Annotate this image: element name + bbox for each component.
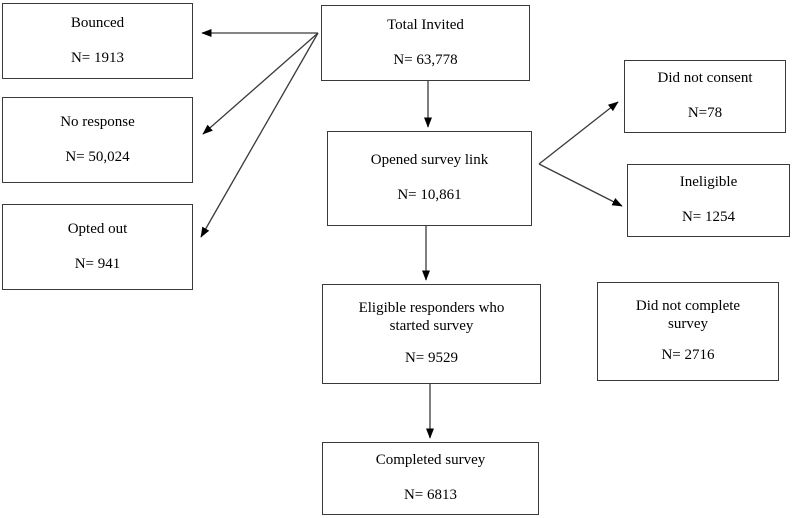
edge-total-to-opted-out	[200, 32, 319, 238]
node-opened-survey-link: Opened survey link N= 10,861	[327, 131, 532, 226]
node-label: Bounced	[70, 14, 125, 31]
node-count: N= 941	[74, 255, 121, 272]
node-ineligible: Ineligible N= 1254	[627, 164, 790, 237]
node-completed-survey: Completed survey N= 6813	[322, 442, 539, 515]
node-label: Total Invited	[387, 16, 464, 33]
node-label: Eligible responders who started survey	[358, 300, 505, 335]
node-label: Completed survey	[375, 452, 486, 469]
node-count: N= 9529	[404, 349, 459, 366]
node-label: Opted out	[67, 220, 128, 237]
node-count: N= 1913	[70, 49, 125, 66]
node-count: N= 1254	[681, 209, 736, 225]
node-count: N= 10,861	[397, 187, 462, 203]
node-count: N= 63,778	[393, 51, 458, 68]
node-no-response: No response N= 50,024	[2, 97, 193, 183]
node-label: No response	[60, 113, 135, 130]
node-count: N=78	[687, 105, 723, 121]
node-label: Did not consent	[657, 70, 753, 87]
node-label: Ineligible	[679, 174, 738, 191]
node-count: N= 6813	[403, 487, 458, 503]
node-label: Opened survey link	[370, 152, 489, 169]
node-count: N= 2716	[661, 347, 715, 364]
node-total-invited: Total Invited N= 63,778	[321, 5, 530, 81]
node-label: Did not complete survey	[635, 297, 741, 332]
edge-opened-to-not-consent	[538, 101, 619, 165]
node-opted-out: Opted out N= 941	[2, 204, 193, 290]
node-did-not-complete: Did not complete survey N= 2716	[597, 282, 779, 381]
node-count: N= 50,024	[65, 148, 130, 165]
edge-total-to-no-response	[202, 32, 319, 135]
edge-opened-to-ineligible	[538, 163, 623, 207]
node-bounced: Bounced N= 1913	[2, 3, 193, 79]
